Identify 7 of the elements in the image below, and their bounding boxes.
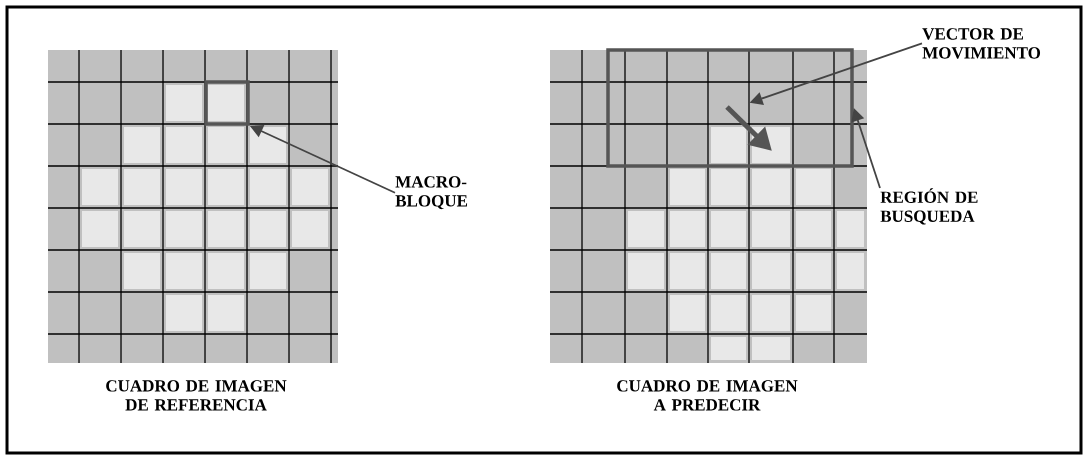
caption: CUADRO DE IMAGEN DE REFERENCIA (106, 380, 287, 411)
search-region-outline (606, 48, 854, 168)
callout-text: VECTOR DE MOVIMIENTO (922, 28, 1041, 59)
callout-text: REGIÓN DE BUSQUEDA (880, 188, 978, 225)
callout-text: MACRO- BLOQUE (395, 176, 468, 210)
caption: CUADRO DE IMAGEN A PREDECIR (617, 380, 798, 411)
macroblock-outline (204, 80, 250, 126)
